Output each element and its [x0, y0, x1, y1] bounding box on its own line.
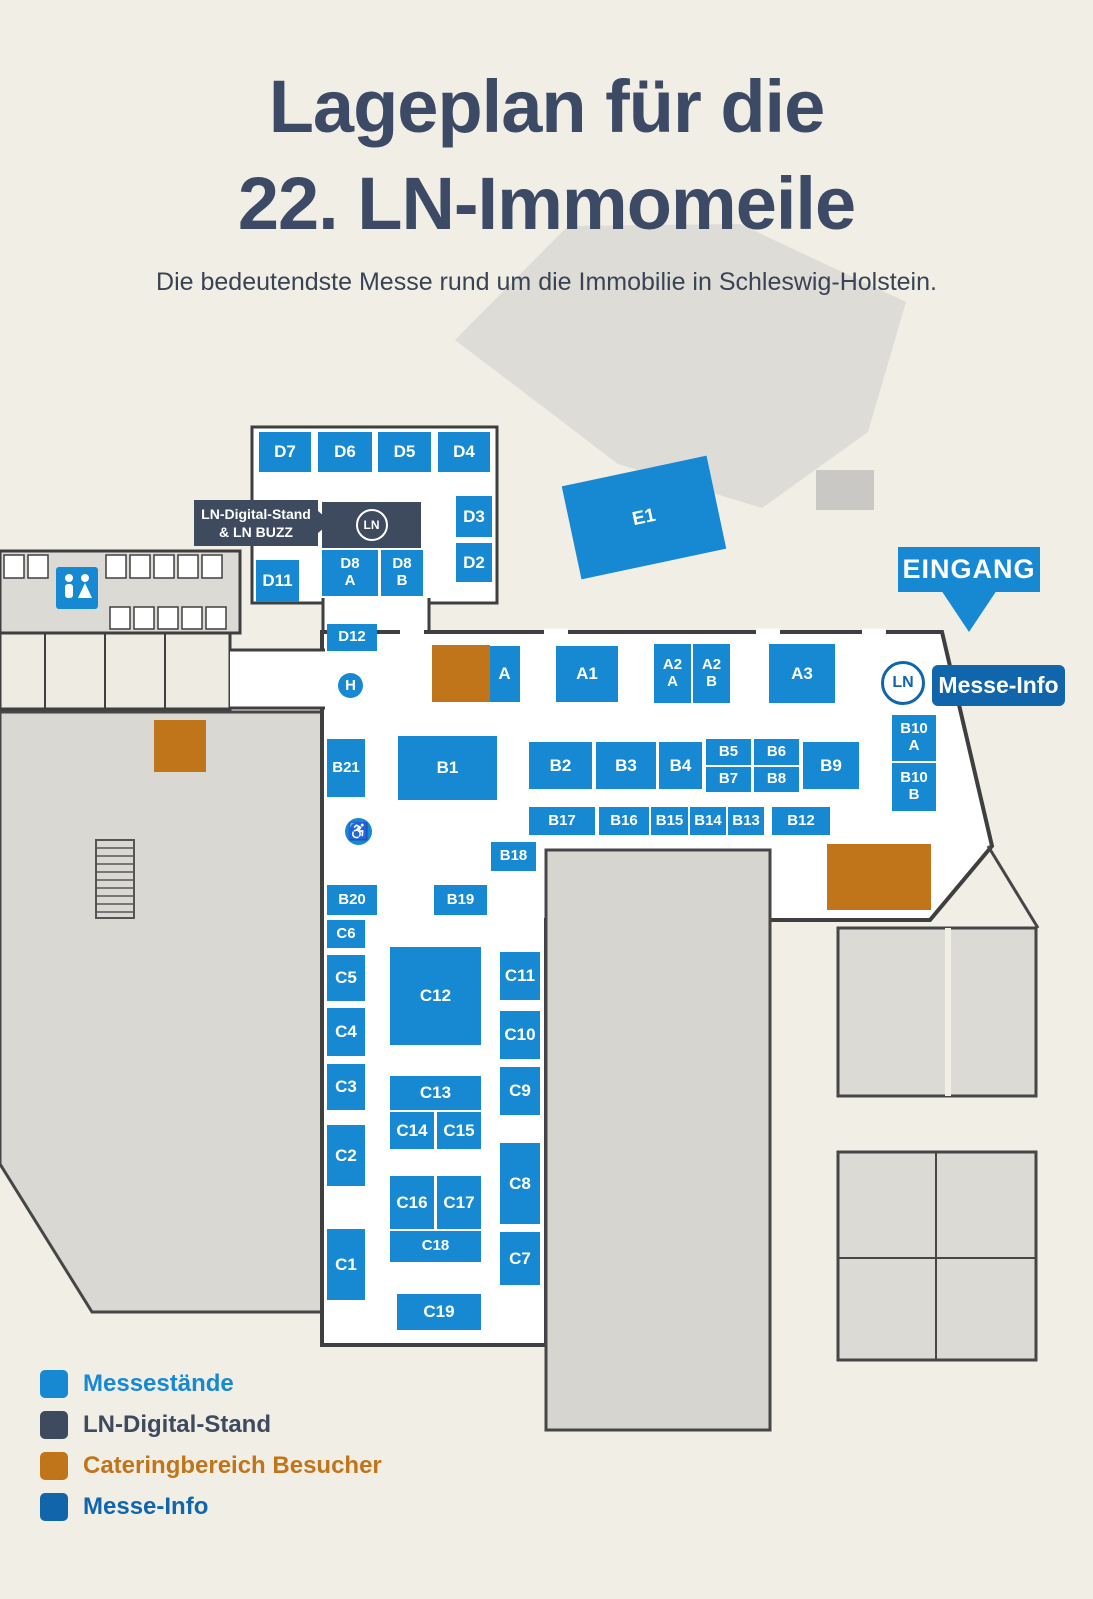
booth-B1: B1: [398, 736, 497, 800]
building-right-upper: [836, 926, 1038, 1098]
booth-C10: C10: [500, 1011, 540, 1059]
booth-B21: B21: [327, 739, 365, 797]
booth-B17: B17: [529, 807, 595, 835]
booth-C9: C9: [500, 1067, 540, 1115]
booth-C16: C16: [390, 1176, 434, 1229]
booth-A: A: [489, 646, 520, 702]
booth-D4: D4: [438, 432, 490, 472]
booth-D8B: D8 B: [381, 550, 423, 596]
stairs: [95, 839, 135, 919]
booth-C1: C1: [327, 1229, 365, 1300]
legend-swatch-2: [40, 1411, 68, 1439]
legend-swatch-1: [40, 1370, 68, 1398]
booth-D8A: D8 A: [322, 550, 378, 596]
building-middle-block: [544, 848, 772, 1432]
corridor: [230, 650, 325, 708]
building-rooms-strip: [0, 631, 232, 711]
booth-A1: A1: [556, 646, 618, 702]
booth-D3: D3: [456, 496, 492, 537]
booth-C18: C18: [390, 1231, 481, 1262]
entrance-banner: EINGANG: [898, 547, 1040, 592]
booth-C13: C13: [390, 1076, 481, 1110]
digital-stand-callout-line2: & LN BUZZ: [219, 524, 293, 540]
entrance-arrow-icon: [941, 590, 997, 632]
booth-D6: D6: [318, 432, 372, 472]
booth-B9: B9: [803, 742, 859, 789]
booth-C11: C11: [500, 952, 540, 1000]
booth-B18: B18: [491, 842, 536, 871]
digital-stand-callout: LN-Digital-Stand & LN BUZZ: [194, 500, 318, 546]
wheelchair-icon: ♿: [345, 818, 372, 845]
digital-stand-callout-line1: LN-Digital-Stand: [201, 505, 311, 522]
catering-area-2: [154, 720, 206, 772]
booth-C8: C8: [500, 1143, 540, 1224]
hydrant-icon: H: [338, 673, 363, 698]
messe-info-ln-icon: LN: [881, 661, 925, 705]
booth-B10B: B10 B: [892, 763, 936, 811]
toilet-stalls: [3, 554, 227, 630]
wc-icon: [56, 567, 98, 609]
legend-label-3: Cateringbereich Besucher: [83, 1452, 382, 1479]
booth-B10A: B10 A: [892, 715, 936, 761]
booth-B5: B5: [706, 739, 751, 765]
booth-C4: C4: [327, 1008, 365, 1056]
booth-C3: C3: [327, 1064, 365, 1110]
legend-item-2: LN-Digital-Stand: [40, 1411, 382, 1439]
page-title-line1: Lageplan für die: [268, 65, 826, 148]
legend-swatch-4: [40, 1493, 68, 1521]
legend-label-1: Messestände: [83, 1370, 234, 1397]
booth-C12: C12: [390, 947, 481, 1045]
booth-C15: C15: [437, 1112, 481, 1149]
booth-C6: C6: [327, 920, 365, 948]
booth-B3: B3: [596, 742, 656, 789]
booth-B4: B4: [659, 742, 702, 789]
booth-B20: B20: [327, 885, 377, 915]
legend-item-3: Cateringbereich Besucher: [40, 1452, 382, 1480]
booth-B6: B6: [754, 739, 799, 765]
booth-B8: B8: [754, 767, 799, 792]
booth-C17: C17: [437, 1176, 481, 1229]
booth-B14: B14: [690, 807, 726, 835]
booth-C2: C2: [327, 1125, 365, 1186]
booth-B19: B19: [434, 885, 487, 915]
booth-C14: C14: [390, 1112, 434, 1149]
page-subtitle: Die bedeutendste Messe rund um die Immob…: [156, 268, 937, 296]
booth-B16: B16: [599, 807, 649, 835]
legend-item-1: Messestände: [40, 1370, 382, 1398]
booth-C7: C7: [500, 1232, 540, 1285]
booth-D5: D5: [378, 432, 431, 472]
booth-D7: D7: [259, 432, 311, 472]
booth-B2: B2: [529, 742, 592, 789]
legend-swatch-3: [40, 1452, 68, 1480]
booth-A2A: A2 A: [654, 644, 691, 703]
ln-digital-stand: LN: [322, 502, 421, 548]
booth-D2: D2: [456, 543, 492, 582]
legend-item-4: Messe-Info: [40, 1493, 382, 1521]
booth-D11: D11: [256, 560, 299, 602]
messe-info-label: Messe-Info: [932, 665, 1065, 706]
building-annex: [816, 470, 874, 510]
building-tilted: [455, 224, 906, 508]
booth-A2B: A2 B: [693, 644, 730, 703]
legend-label-2: LN-Digital-Stand: [83, 1411, 271, 1438]
booth-C5: C5: [327, 955, 365, 1001]
booth-B7: B7: [706, 767, 751, 792]
booth-D12: D12: [327, 624, 377, 651]
catering-area-3: [827, 844, 931, 910]
page-title: Lageplan für die 22. LN-Immomeile: [0, 58, 1093, 252]
booth-C19: C19: [397, 1294, 481, 1330]
booth-B12: B12: [772, 807, 830, 835]
page-title-line2: 22. LN-Immomeile: [237, 162, 856, 245]
booth-B13: B13: [728, 807, 764, 835]
catering-area-1: [432, 645, 490, 702]
booth-B15: B15: [651, 807, 688, 835]
building-left-large: [0, 710, 324, 1314]
booth-A3: A3: [769, 644, 835, 703]
legend-label-4: Messe-Info: [83, 1493, 209, 1520]
ln-logo-icon: LN: [355, 509, 388, 541]
